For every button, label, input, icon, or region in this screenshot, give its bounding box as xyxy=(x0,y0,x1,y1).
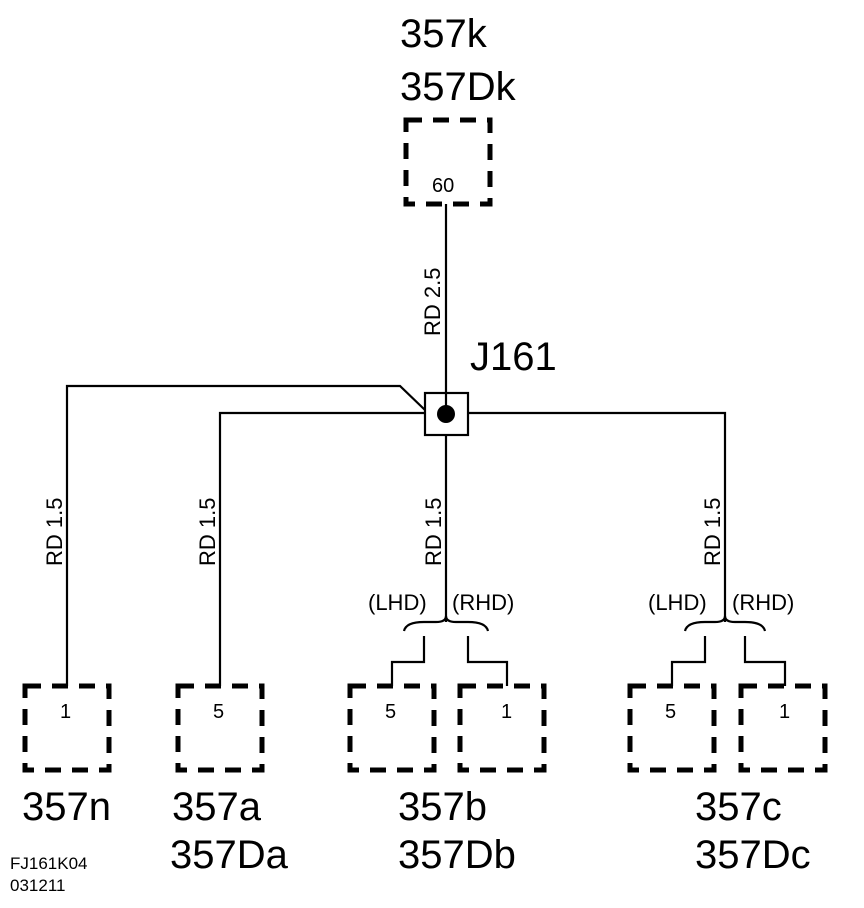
connector-357n-box xyxy=(22,683,112,773)
branch-wire-label-1: RD 1.5 xyxy=(42,498,67,566)
diagram-code: FJ161K04 xyxy=(10,854,88,873)
branch-wire-c-rhd xyxy=(743,636,787,686)
connector-357b-rhd-box xyxy=(457,683,547,773)
connector-357n-label: 357n xyxy=(22,785,111,829)
branch-wire-b-lhd xyxy=(390,636,426,686)
branch-wire-1 xyxy=(65,384,426,686)
diagram-date: 031211 xyxy=(10,876,65,895)
branch-wire-label-3: RD 1.5 xyxy=(421,498,446,566)
connector-357b-label-2: 357Db xyxy=(398,833,516,877)
branch-wire-b-rhd xyxy=(466,636,509,686)
lhd-label-c: (LHD) xyxy=(648,590,707,615)
connector-357a-box xyxy=(175,683,265,773)
branch-wire-2 xyxy=(218,411,425,686)
connector-357b-lhd-pin: 5 xyxy=(385,701,396,723)
connector-357c-rhd-box xyxy=(738,683,828,773)
rhd-label-b: (RHD) xyxy=(452,590,514,615)
rhd-label-c: (RHD) xyxy=(732,590,794,615)
top-connector-label-2: 357Dk xyxy=(400,65,517,109)
junction-dot xyxy=(437,405,455,423)
top-connector-pin: 60 xyxy=(432,175,454,197)
option-brace-c xyxy=(683,615,767,632)
branch-wire-c-lhd xyxy=(670,636,707,686)
option-brace-b xyxy=(402,615,490,632)
top-connector-label-1: 357k xyxy=(400,12,488,56)
branch-wire-label-4: RD 1.5 xyxy=(700,498,725,566)
connector-357b-rhd-pin: 1 xyxy=(501,701,512,723)
connector-357n-pin: 1 xyxy=(60,701,71,723)
connector-357c-rhd-pin: 1 xyxy=(779,701,790,723)
connector-357c-lhd-box xyxy=(627,683,717,773)
connector-357a-label-2: 357Da xyxy=(170,833,289,877)
lhd-label-b: (LHD) xyxy=(368,590,427,615)
top-connector-box xyxy=(403,117,493,207)
connector-357c-label-1: 357c xyxy=(695,785,782,829)
branch-wire-label-2: RD 1.5 xyxy=(195,498,220,566)
connector-357b-lhd-box xyxy=(347,683,437,773)
branch-wire-4 xyxy=(468,411,727,622)
trunk-wire-label: RD 2.5 xyxy=(420,268,445,336)
connector-357c-label-2: 357Dc xyxy=(695,833,811,877)
junction-label: J161 xyxy=(470,335,557,379)
connector-357b-label-1: 357b xyxy=(398,785,487,829)
connector-357a-label-1: 357a xyxy=(172,785,262,829)
connector-357a-pin: 5 xyxy=(213,701,224,723)
connector-357c-lhd-pin: 5 xyxy=(665,701,676,723)
